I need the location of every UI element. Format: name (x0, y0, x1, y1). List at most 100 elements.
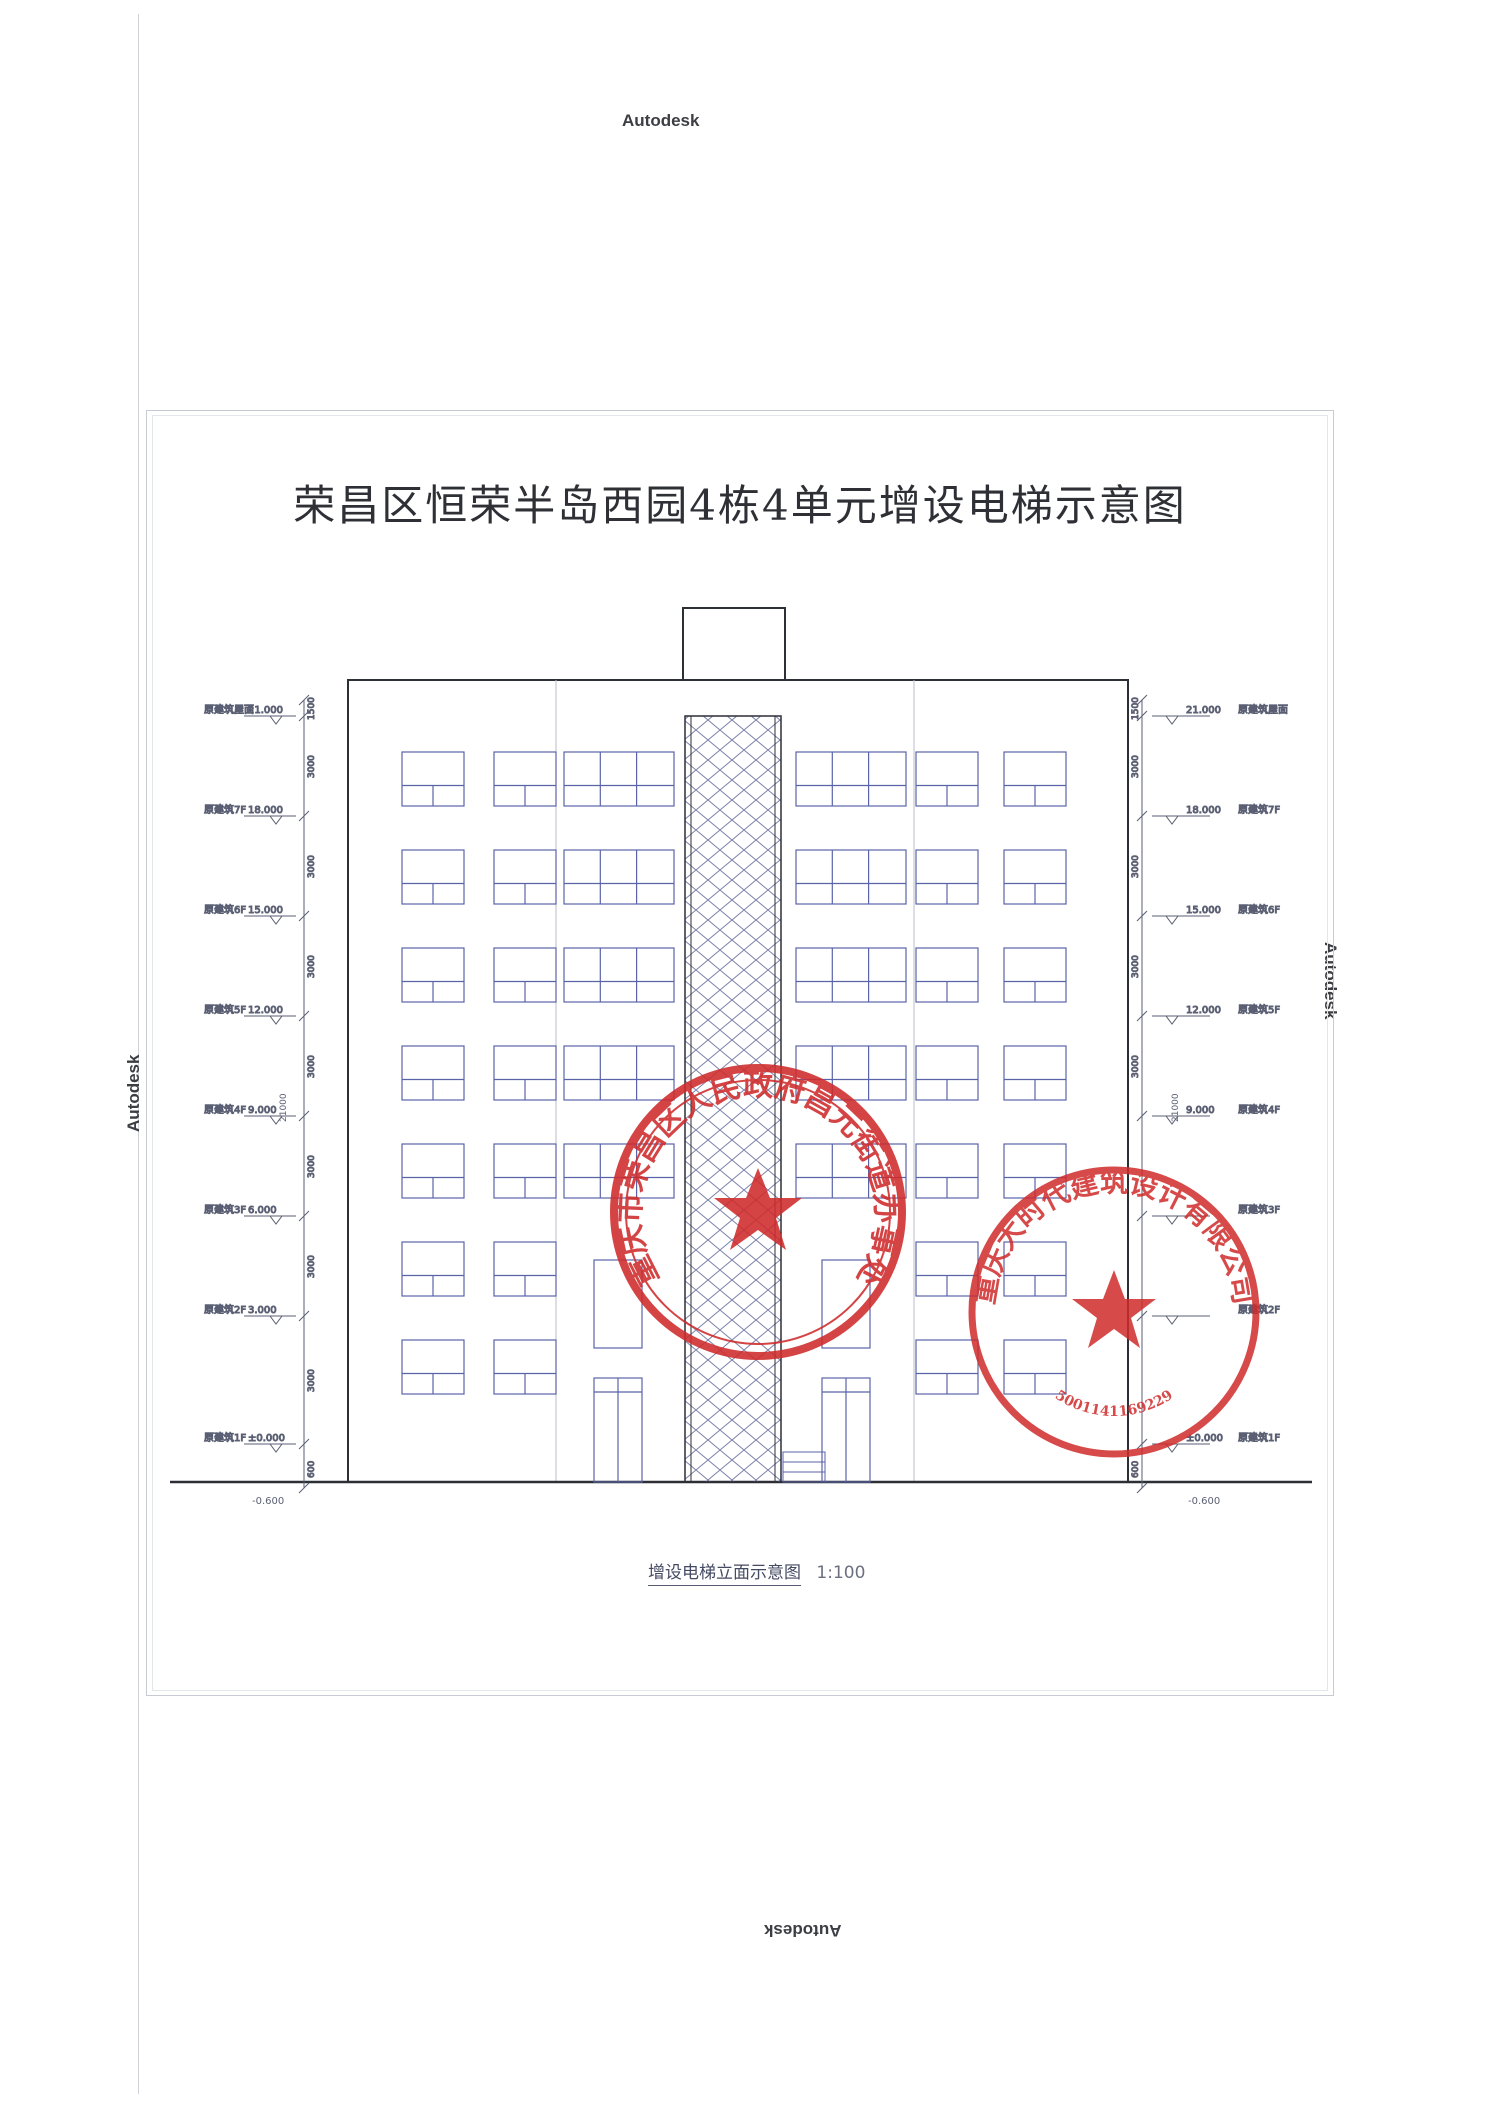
level-name: 原建筑3F (204, 1203, 246, 1216)
level-value: 3.000 (248, 1305, 277, 1316)
level-value: 15.000 (1186, 905, 1221, 916)
level-marker (1165, 1015, 1179, 1025)
elevator-machine-room (682, 607, 786, 681)
dimension-value: 3000 (1131, 755, 1141, 778)
window (1003, 751, 1067, 807)
level-name: 原建筑1F (204, 1431, 246, 1444)
level-marker (1165, 1315, 1179, 1325)
window (795, 947, 907, 1003)
window (401, 1045, 465, 1101)
government-seal-star (714, 1168, 802, 1250)
company-seal-stamp: 重庆大时代建筑设计有限公司 5001141169229 (968, 1166, 1260, 1458)
window (915, 849, 979, 905)
window (401, 947, 465, 1003)
caption-title: 增设电梯立面示意图 (648, 1563, 801, 1586)
window (1003, 1339, 1067, 1395)
dimension-value: 600 (307, 1461, 317, 1478)
level-value: 21.000 (248, 705, 283, 716)
dimension-value: 3000 (307, 1155, 317, 1178)
level-marker (269, 1015, 283, 1025)
company-seal-star (1072, 1270, 1156, 1348)
window (401, 1143, 465, 1199)
level-name: 原建筑3F (1238, 1203, 1280, 1216)
window (795, 1143, 907, 1199)
level-name: 原建筑2F (204, 1303, 246, 1316)
window (1003, 849, 1067, 905)
entrance-door (593, 1259, 643, 1483)
level-marker (1165, 715, 1179, 725)
dimension-value: 3000 (307, 855, 317, 878)
right-ground-level: -0.600 (1188, 1496, 1220, 1507)
dimension-value: 3000 (307, 1369, 317, 1392)
window (915, 1045, 979, 1101)
level-name: 原建筑屋面 (1238, 703, 1288, 716)
left-ground-level: -0.600 (252, 1496, 284, 1507)
level-value: 18.000 (248, 805, 283, 816)
window (915, 947, 979, 1003)
level-name: 原建筑5F (1238, 1003, 1280, 1016)
dimension-value: 3000 (307, 1255, 317, 1278)
page-margin-line (138, 14, 139, 2094)
level-marker (269, 815, 283, 825)
level-value: 18.000 (1186, 805, 1221, 816)
level-name: 原建筑7F (1238, 803, 1280, 816)
level-marker (1165, 1215, 1179, 1225)
level-value: 9.000 (1186, 1105, 1215, 1116)
dimension-value: 3000 (307, 755, 317, 778)
dimension-value: 3000 (307, 1055, 317, 1078)
level-value: 15.000 (248, 905, 283, 916)
level-value: 6.000 (248, 1205, 277, 1216)
window (493, 947, 557, 1003)
level-marker (1165, 815, 1179, 825)
level-value: 9.000 (248, 1105, 277, 1116)
drawing-sheet-inner-border (152, 415, 1328, 1691)
level-marker (269, 1115, 283, 1125)
window (795, 849, 907, 905)
dimension-value: 1500 (307, 697, 317, 720)
level-name: 原建筑7F (204, 803, 246, 816)
window (563, 947, 675, 1003)
window (1003, 1045, 1067, 1101)
level-name: 原建筑5F (204, 1003, 246, 1016)
entrance-doors (593, 1259, 871, 1483)
level-name: 原建筑6F (1238, 903, 1280, 916)
right-level-annotations: 原建筑屋面21.000原建筑7F18.000原建筑6F15.000原建筑5F12… (1131, 694, 1289, 1494)
window (563, 849, 675, 905)
level-marker (269, 915, 283, 925)
level-name: 原建筑1F (1238, 1431, 1280, 1444)
watermark-top: Autodesk (622, 111, 700, 130)
drawing-caption: 增设电梯立面示意图 1:100 (648, 1558, 866, 1586)
drawing-sheet-border (146, 410, 1334, 1696)
level-marker (269, 715, 283, 725)
level-value: ±0.000 (1186, 1433, 1223, 1444)
right-total-dimension: 21000 (1171, 1093, 1181, 1122)
right-total-dim: 21000 (1171, 1093, 1181, 1122)
window (493, 1339, 557, 1395)
level-value: ±0.000 (248, 1433, 285, 1444)
caption-scale: 1:100 (816, 1563, 866, 1583)
level-value: 21.000 (1186, 705, 1221, 716)
window (401, 751, 465, 807)
dimension-value: 3000 (307, 955, 317, 978)
level-marker (1165, 1115, 1179, 1125)
window (1003, 1241, 1067, 1297)
window (915, 1143, 979, 1199)
company-seal-number: 5001141169229 (1052, 1387, 1176, 1420)
dimension-value: 600 (1131, 1461, 1141, 1478)
window (915, 1241, 979, 1297)
level-value: 12.000 (248, 1005, 283, 1016)
window (493, 751, 557, 807)
dimension-value: 3000 (1131, 955, 1141, 978)
level-marker (269, 1215, 283, 1225)
dimension-value: 1500 (1131, 697, 1141, 720)
window (493, 1045, 557, 1101)
window (401, 849, 465, 905)
window (493, 849, 557, 905)
window (563, 1045, 675, 1101)
window (401, 1241, 465, 1297)
dimension-value: 3000 (1131, 1055, 1141, 1078)
level-marker (269, 1315, 283, 1325)
window (493, 1241, 557, 1297)
